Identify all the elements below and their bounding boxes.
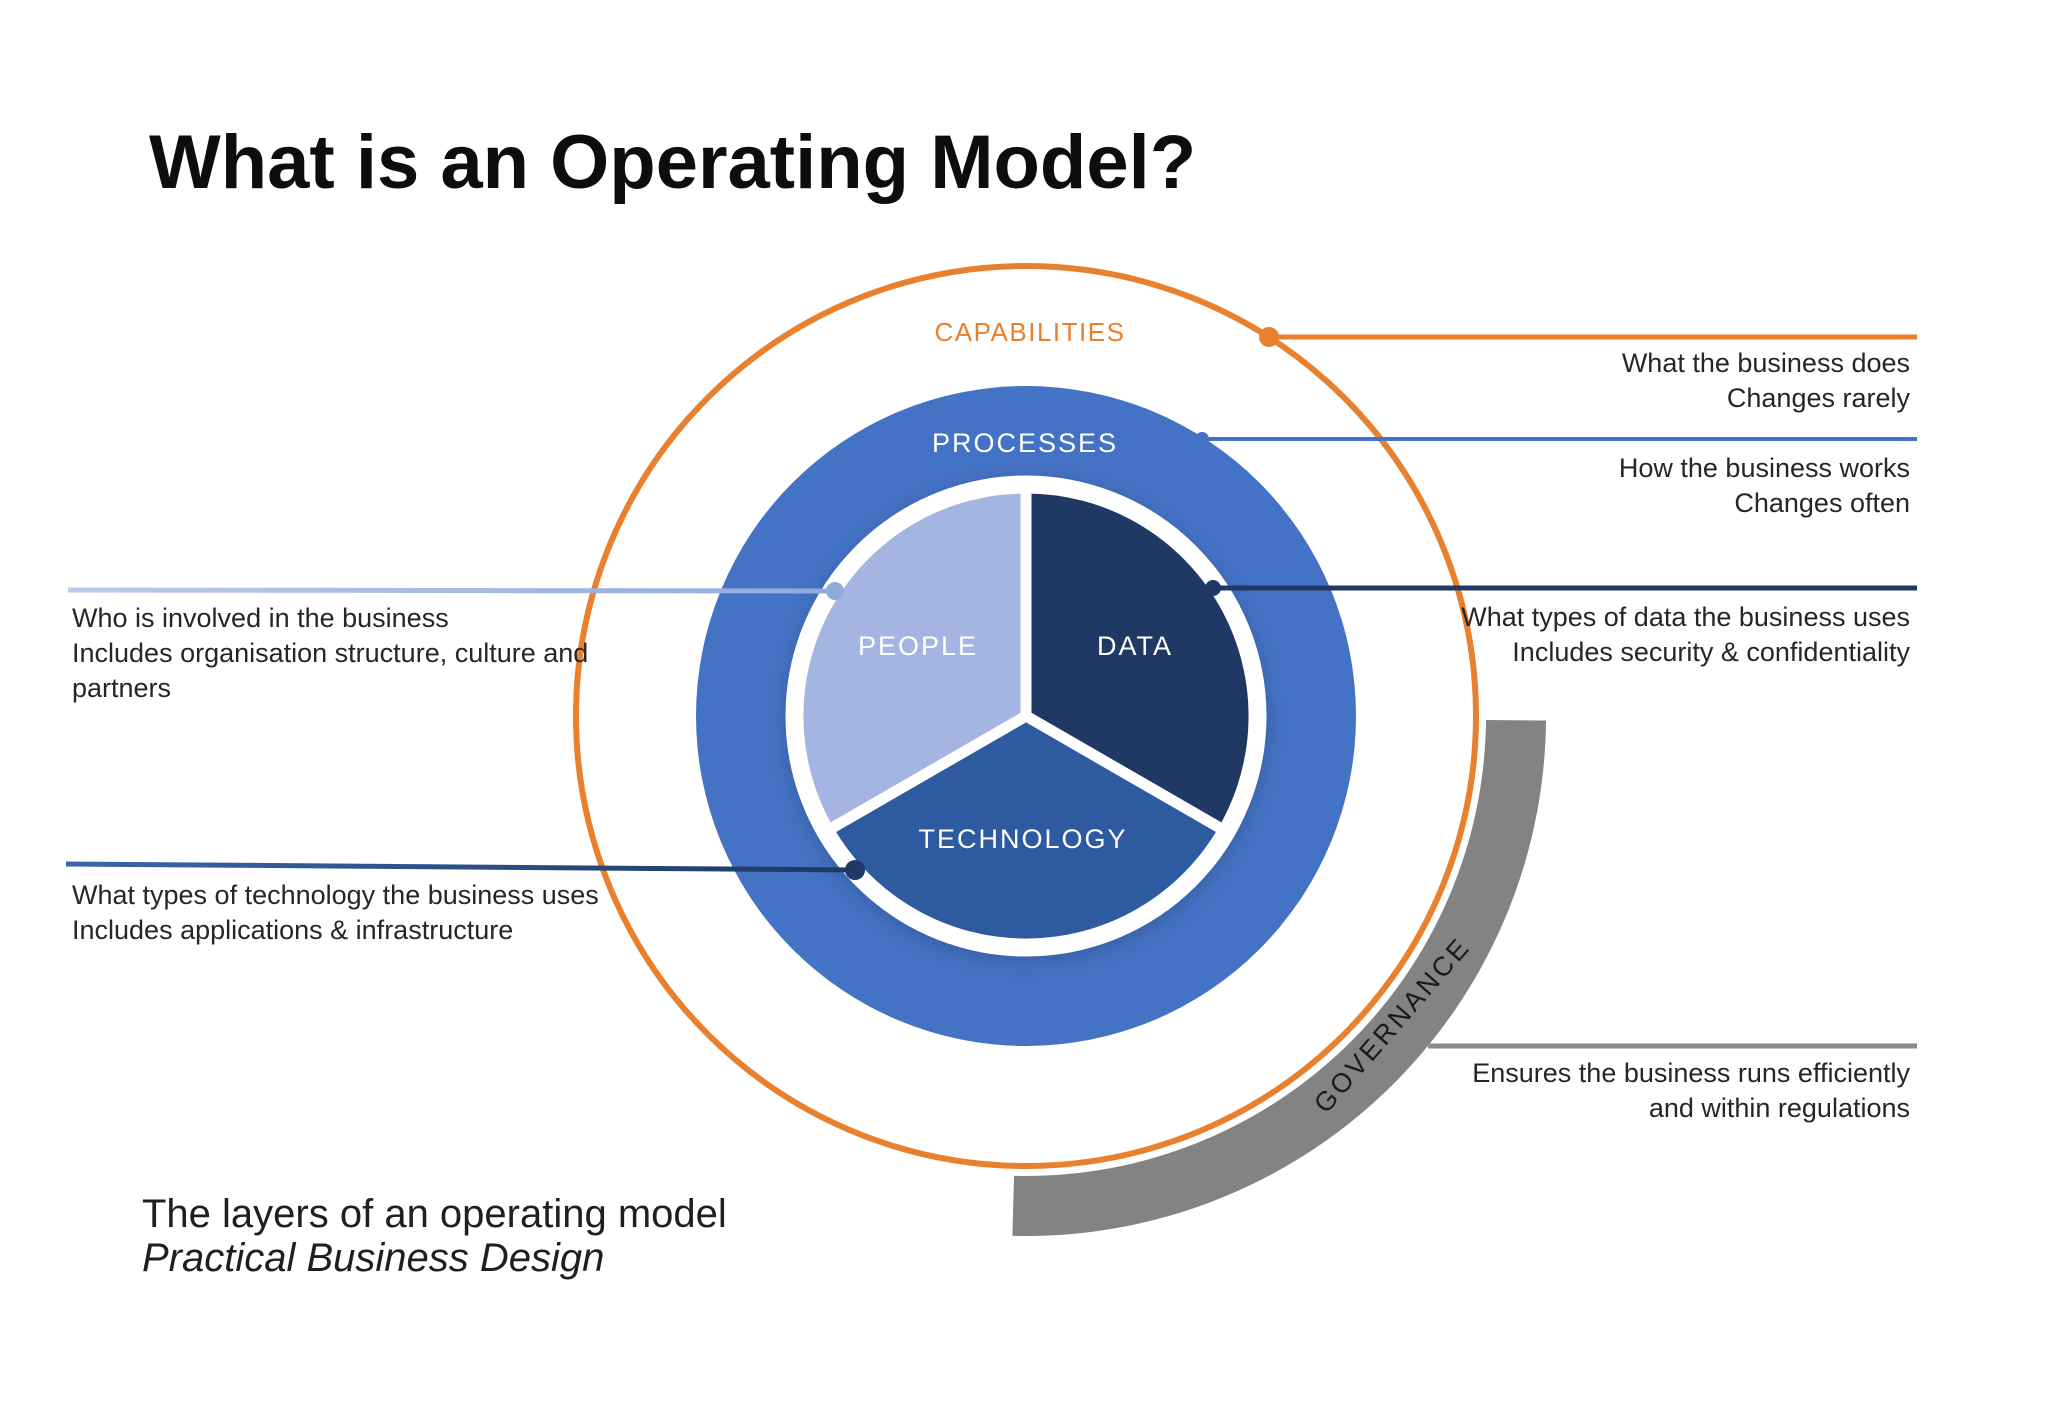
capabilities-callout-dot <box>1259 327 1279 347</box>
annotation-line: What types of technology the business us… <box>72 880 599 910</box>
data-label: DATA <box>1097 631 1173 661</box>
processes-callout-dot <box>1195 432 1209 446</box>
callout-technology: What types of technology the business us… <box>65 860 865 945</box>
annotation-line: Who is involved in the business <box>72 603 449 633</box>
caption: The layers of an operating model Practic… <box>142 1192 727 1280</box>
annotation-line: and within regulations <box>1649 1093 1910 1123</box>
annotation-line: Includes security & confidentiality <box>1512 637 1910 667</box>
annotation-line: What types of data the business uses <box>1461 602 1910 632</box>
annotation-line: partners <box>72 673 171 703</box>
annotation-line: Includes applications & infrastructure <box>72 915 513 945</box>
pie-outer-rim <box>785 475 1267 957</box>
callout-people: Who is involved in the business Includes… <box>67 582 844 703</box>
annotation-line: Ensures the business runs efficiently <box>1472 1058 1910 1088</box>
people-callout-line <box>67 587 836 594</box>
technology-label: TECHNOLOGY <box>918 824 1127 854</box>
callout-processes: How the business works Changes often <box>1195 432 1917 518</box>
capabilities-label: CAPABILITIES <box>935 317 1126 347</box>
data-callout-dot <box>1205 580 1221 596</box>
annotation-line: Changes rarely <box>1727 383 1911 413</box>
technology-callout-dot <box>845 860 865 880</box>
annotation-line: What the business does <box>1622 348 1910 378</box>
annotation-line: Changes often <box>1734 488 1910 518</box>
people-callout-dot <box>826 582 844 600</box>
governance-arc-shape <box>1012 720 1546 1236</box>
capabilities-circle <box>573 263 1479 1169</box>
caption-line-1: The layers of an operating model <box>142 1192 727 1236</box>
callout-capabilities: What the business does Changes rarely <box>1259 327 1917 413</box>
core-pie <box>785 475 1267 957</box>
processes-label: PROCESSES <box>932 428 1118 458</box>
annotation-line: Includes organisation structure, culture… <box>72 638 588 668</box>
governance-label: GOVERNANCE <box>1308 931 1476 1118</box>
callout-data: What types of data the business uses Inc… <box>1205 580 1917 667</box>
caption-line-2: Practical Business Design <box>142 1236 604 1280</box>
technology-callout-line <box>65 861 856 873</box>
callout-governance: Ensures the business runs efficiently an… <box>1428 1043 1917 1123</box>
page-title: What is an Operating Model? <box>149 120 1196 205</box>
people-label: PEOPLE <box>858 631 978 661</box>
annotation-line: How the business works <box>1619 453 1910 483</box>
